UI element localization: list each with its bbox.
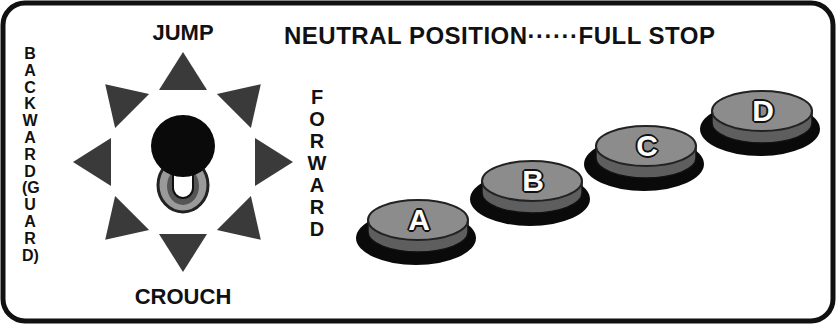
push-button: B (470, 153, 596, 229)
direction-label: FORWARD (307, 86, 327, 240)
push-button: A (356, 192, 482, 268)
push-button: C (584, 118, 710, 194)
neutral-note: NEUTRAL POSITION······FULL STOP (284, 24, 715, 48)
button-letter: D (752, 96, 774, 126)
joystick (151, 115, 215, 212)
direction-label: JUMP (152, 22, 213, 44)
direction-label: CROUCH (135, 286, 232, 308)
direction-label: BACKWARD(GUARD) (22, 46, 38, 264)
button-face: B (470, 153, 596, 209)
direction-arrows (73, 52, 293, 272)
button-letter: A (408, 205, 430, 235)
button-letter: C (636, 131, 658, 161)
button-letter: B (522, 166, 544, 196)
button-face: D (700, 83, 826, 139)
button-face: C (584, 118, 710, 174)
button-face: A (356, 192, 482, 248)
panel-border (3, 3, 833, 321)
push-button: D (700, 83, 826, 159)
